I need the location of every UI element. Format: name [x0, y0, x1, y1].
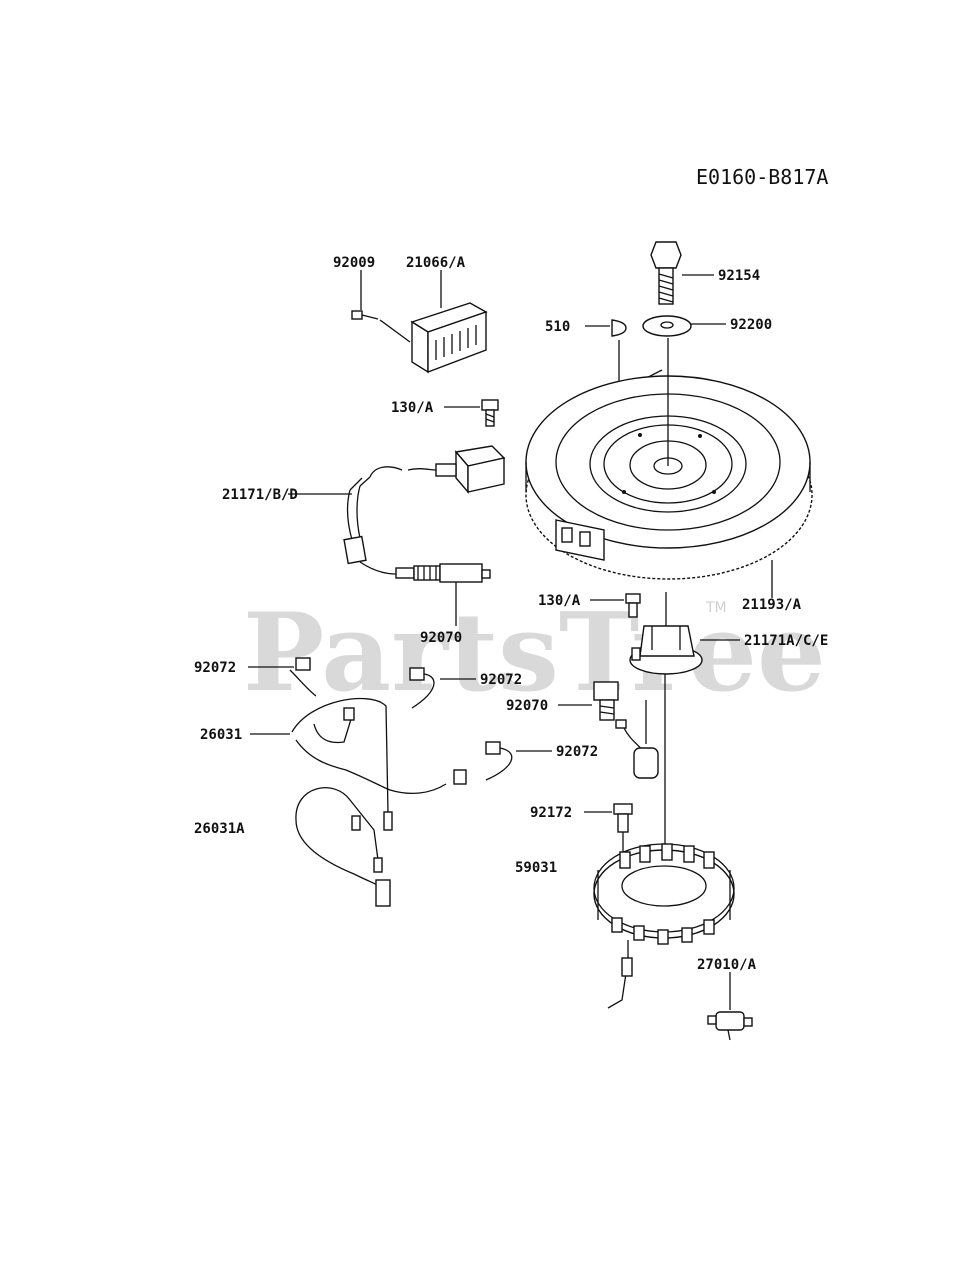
label-92072-a[interactable]: 92072 [194, 660, 236, 676]
label-130a-mid[interactable]: 130/A [538, 593, 581, 609]
watermark: PartsTree [243, 590, 826, 716]
label-92172[interactable]: 92172 [530, 805, 572, 821]
label-92009[interactable]: 92009 [333, 255, 375, 271]
switch-27010a[interactable] [707, 1011, 753, 1041]
label-26031a[interactable]: 26031A [194, 821, 245, 837]
flywheel-21193a[interactable] [525, 375, 813, 580]
spark-plug-92070-mid[interactable] [593, 681, 659, 779]
label-21066a[interactable]: 21066/A [406, 255, 466, 271]
label-92072-b[interactable]: 92072 [480, 672, 522, 688]
label-21171bd[interactable]: 21171/B/D [222, 487, 298, 503]
bolt-130a-mid[interactable] [625, 593, 641, 618]
label-21171ace[interactable]: 21171A/C/E [744, 633, 828, 649]
key-510[interactable] [611, 319, 627, 337]
label-510[interactable]: 510 [545, 319, 570, 335]
label-92154[interactable]: 92154 [718, 268, 760, 284]
label-27010a[interactable]: 27010/A [697, 957, 757, 973]
stator-59031[interactable] [593, 843, 735, 1009]
screw-92009[interactable] [351, 310, 379, 320]
label-21193a[interactable]: 21193/A [742, 597, 802, 613]
label-92200[interactable]: 92200 [730, 317, 772, 333]
regulator-part[interactable] [410, 302, 488, 374]
label-26031[interactable]: 26031 [200, 727, 242, 743]
ignition-coil-21171bd[interactable] [343, 445, 506, 575]
label-59031[interactable]: 59031 [515, 860, 557, 876]
label-92070-mid[interactable]: 92070 [506, 698, 548, 714]
diagram-code: E0160-B817A [696, 165, 828, 189]
harness-26031a[interactable] [295, 787, 391, 907]
washer-92200[interactable] [642, 315, 692, 337]
bolt-92154[interactable] [650, 241, 682, 305]
ignition-coil-21171ace[interactable] [629, 625, 703, 675]
clip-92072-a[interactable] [289, 657, 317, 697]
clip-92072-c[interactable] [485, 741, 513, 781]
label-92070-left[interactable]: 92070 [420, 630, 462, 646]
label-92072-c[interactable]: 92072 [556, 744, 598, 760]
spark-plug-92070-left[interactable] [395, 563, 491, 583]
label-130a-top[interactable]: 130/A [391, 400, 434, 416]
bolt-130a-top[interactable] [481, 399, 499, 427]
watermark-tm: TM [705, 600, 727, 616]
harness-26031[interactable] [291, 697, 467, 831]
bolt-92172[interactable] [613, 803, 633, 833]
clip-92072-b[interactable] [409, 667, 435, 709]
